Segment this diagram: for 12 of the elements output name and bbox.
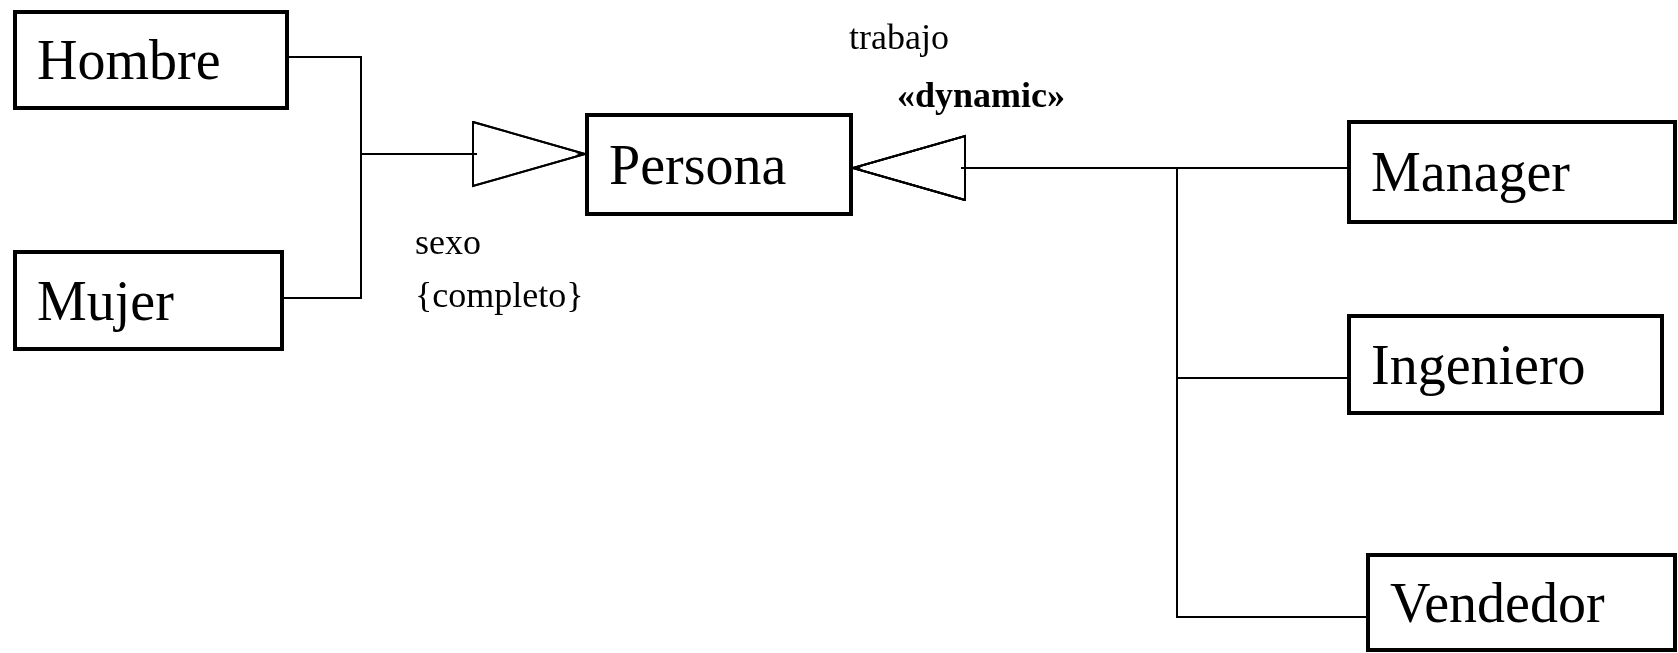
constraint-label: {completo} [415, 274, 584, 316]
constraint-label: sexo [415, 221, 481, 263]
constraint-label: trabajo [849, 16, 949, 58]
class-box: Persona [585, 113, 853, 216]
class-box: Manager [1347, 120, 1677, 224]
stereotype-label: «dynamic» [897, 74, 1065, 116]
class-box: Vendedor [1366, 553, 1677, 652]
generalization-arrow [283, 121, 586, 299]
class-box: Ingeniero [1347, 314, 1664, 415]
class-box: Mujer [13, 250, 284, 351]
class-box: Hombre [13, 10, 289, 110]
generalization-arrow [852, 135, 1367, 618]
